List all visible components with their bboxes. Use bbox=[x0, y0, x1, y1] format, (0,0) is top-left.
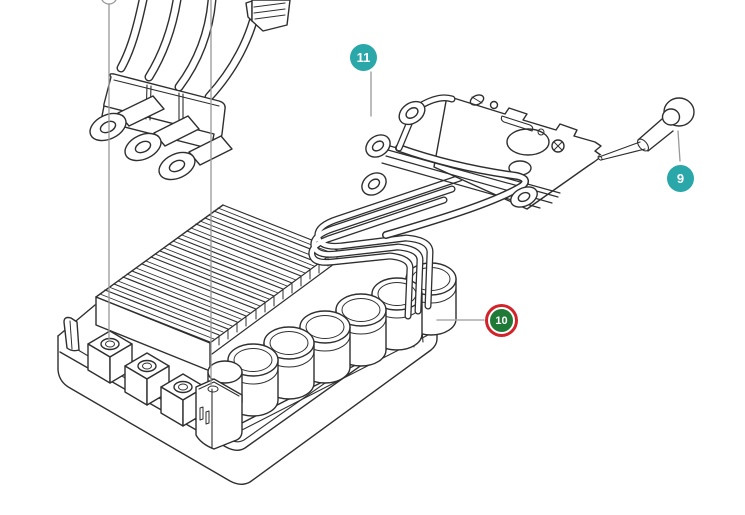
harness-connector bbox=[245, 0, 291, 32]
callout-9-badge[interactable]: 9 bbox=[667, 165, 694, 192]
terminal-posts bbox=[87, 330, 206, 427]
callout-11-badge[interactable]: 11 bbox=[350, 44, 377, 71]
busbar-tubes bbox=[308, 174, 464, 320]
screw bbox=[597, 97, 695, 161]
board-connector bbox=[195, 378, 243, 450]
mounting-bracket bbox=[433, 94, 603, 210]
heatsink bbox=[95, 204, 339, 372]
ring-terminals bbox=[89, 95, 233, 181]
callout-10-inner: 10 bbox=[488, 307, 515, 334]
cable-clamp-eyelets bbox=[361, 94, 538, 239]
reference-leader-lines bbox=[101, 0, 681, 387]
callout-10-badge[interactable]: 10 bbox=[485, 304, 518, 337]
